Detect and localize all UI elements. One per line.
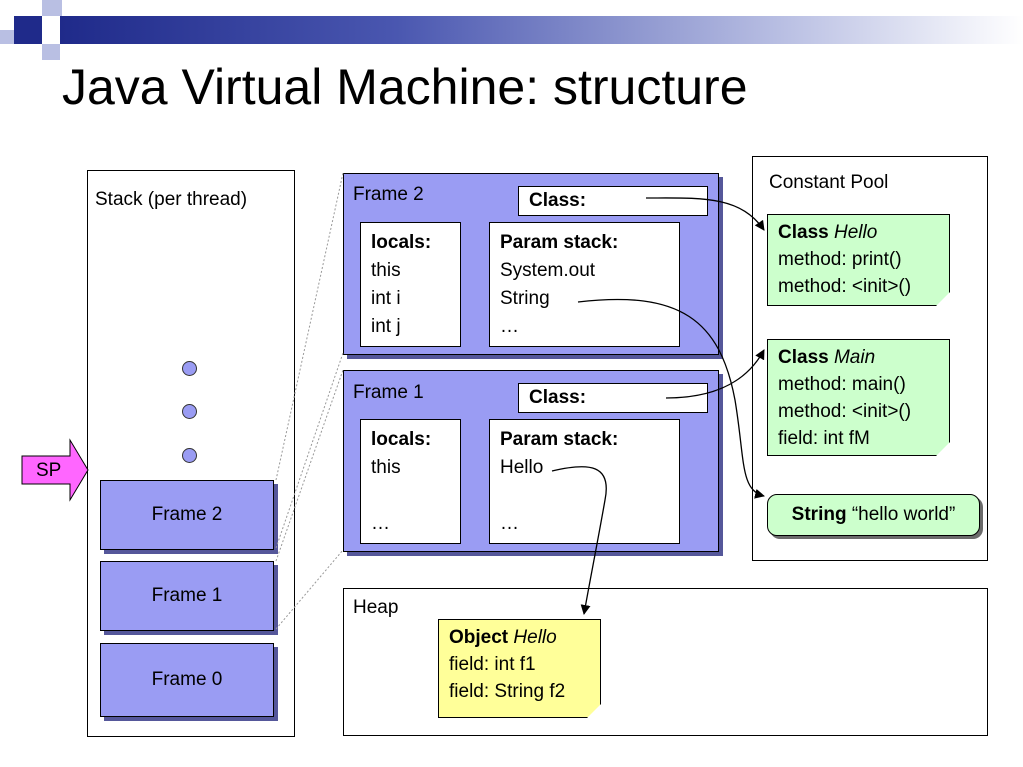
param-stack-header: Param stack: xyxy=(500,232,619,253)
frame2-label: Frame 2 xyxy=(353,184,424,205)
local-var: this xyxy=(371,457,401,478)
class-member: method: print() xyxy=(778,249,902,270)
class-hello-heading: Class Hello xyxy=(778,222,878,243)
object-heading: Object Hello xyxy=(449,627,557,648)
stack-label: Stack (per thread) xyxy=(95,189,248,210)
param-entry: System.out xyxy=(500,260,596,281)
locals-header: locals: xyxy=(371,429,432,450)
string-constant-entry: String “hello world” xyxy=(767,494,980,536)
local-var: … xyxy=(371,513,390,534)
stack-frame-label: Frame 2 xyxy=(151,504,223,525)
decor-square-1 xyxy=(14,16,42,44)
object-field: field: String f2 xyxy=(449,681,566,702)
local-var: int i xyxy=(371,288,401,309)
locals-header: locals: xyxy=(371,232,432,253)
param-entry xyxy=(500,482,669,510)
frame1-param-stack: Param stack: Hello … xyxy=(489,419,680,544)
frame1-locals: locals: this … xyxy=(360,419,461,544)
class-member: method: <init>() xyxy=(778,401,912,422)
constant-pool-label: Constant Pool xyxy=(769,172,889,193)
class-member: field: int fM xyxy=(778,428,870,449)
sp-label: SP xyxy=(36,460,62,481)
heap-label: Heap xyxy=(353,597,399,618)
param-entry: … xyxy=(500,513,519,534)
heap-object-hello: Object Hello field: int f1 field: String… xyxy=(438,619,601,718)
param-stack-header: Param stack: xyxy=(500,429,619,450)
class-member: method: main() xyxy=(778,374,906,395)
decor-square-2 xyxy=(42,0,62,16)
stack-frame-1: Frame 1 xyxy=(100,561,274,631)
class-member: method: <init>() xyxy=(778,276,912,297)
object-field: field: int f1 xyxy=(449,654,536,675)
local-var: int j xyxy=(371,316,401,337)
frame1-class-pointer: Class: xyxy=(518,383,708,413)
ellipsis-dot xyxy=(182,361,197,376)
stack-frame-label: Frame 1 xyxy=(151,585,223,606)
ellipsis-dot xyxy=(182,404,197,419)
title-bar xyxy=(60,16,1023,44)
local-var: this xyxy=(371,260,401,281)
param-entry: … xyxy=(500,316,519,337)
stack-frame-2: Frame 2 xyxy=(100,480,274,550)
class-main-entry: Class Main method: main() method: <init>… xyxy=(767,339,950,456)
decor-square-4 xyxy=(0,30,14,44)
slide-title: Java Virtual Machine: structure xyxy=(62,59,748,115)
ellipsis-dot xyxy=(182,448,197,463)
class-hello-entry: Class Hello method: print() method: <ini… xyxy=(767,214,950,306)
local-var xyxy=(371,482,450,510)
frame2-class-pointer: Class: xyxy=(518,186,708,216)
frame2-param-stack: Param stack: System.out String … xyxy=(489,222,680,347)
param-entry: Hello xyxy=(500,457,544,478)
frame1-label: Frame 1 xyxy=(353,382,424,403)
stack-frame-label: Frame 0 xyxy=(151,669,223,690)
frame2-locals: locals: this int i int j xyxy=(360,222,461,347)
decor-square-3 xyxy=(42,44,60,60)
stack-frame-0: Frame 0 xyxy=(100,643,274,717)
param-entry: String xyxy=(500,288,550,309)
class-main-heading: Class Main xyxy=(778,347,876,368)
